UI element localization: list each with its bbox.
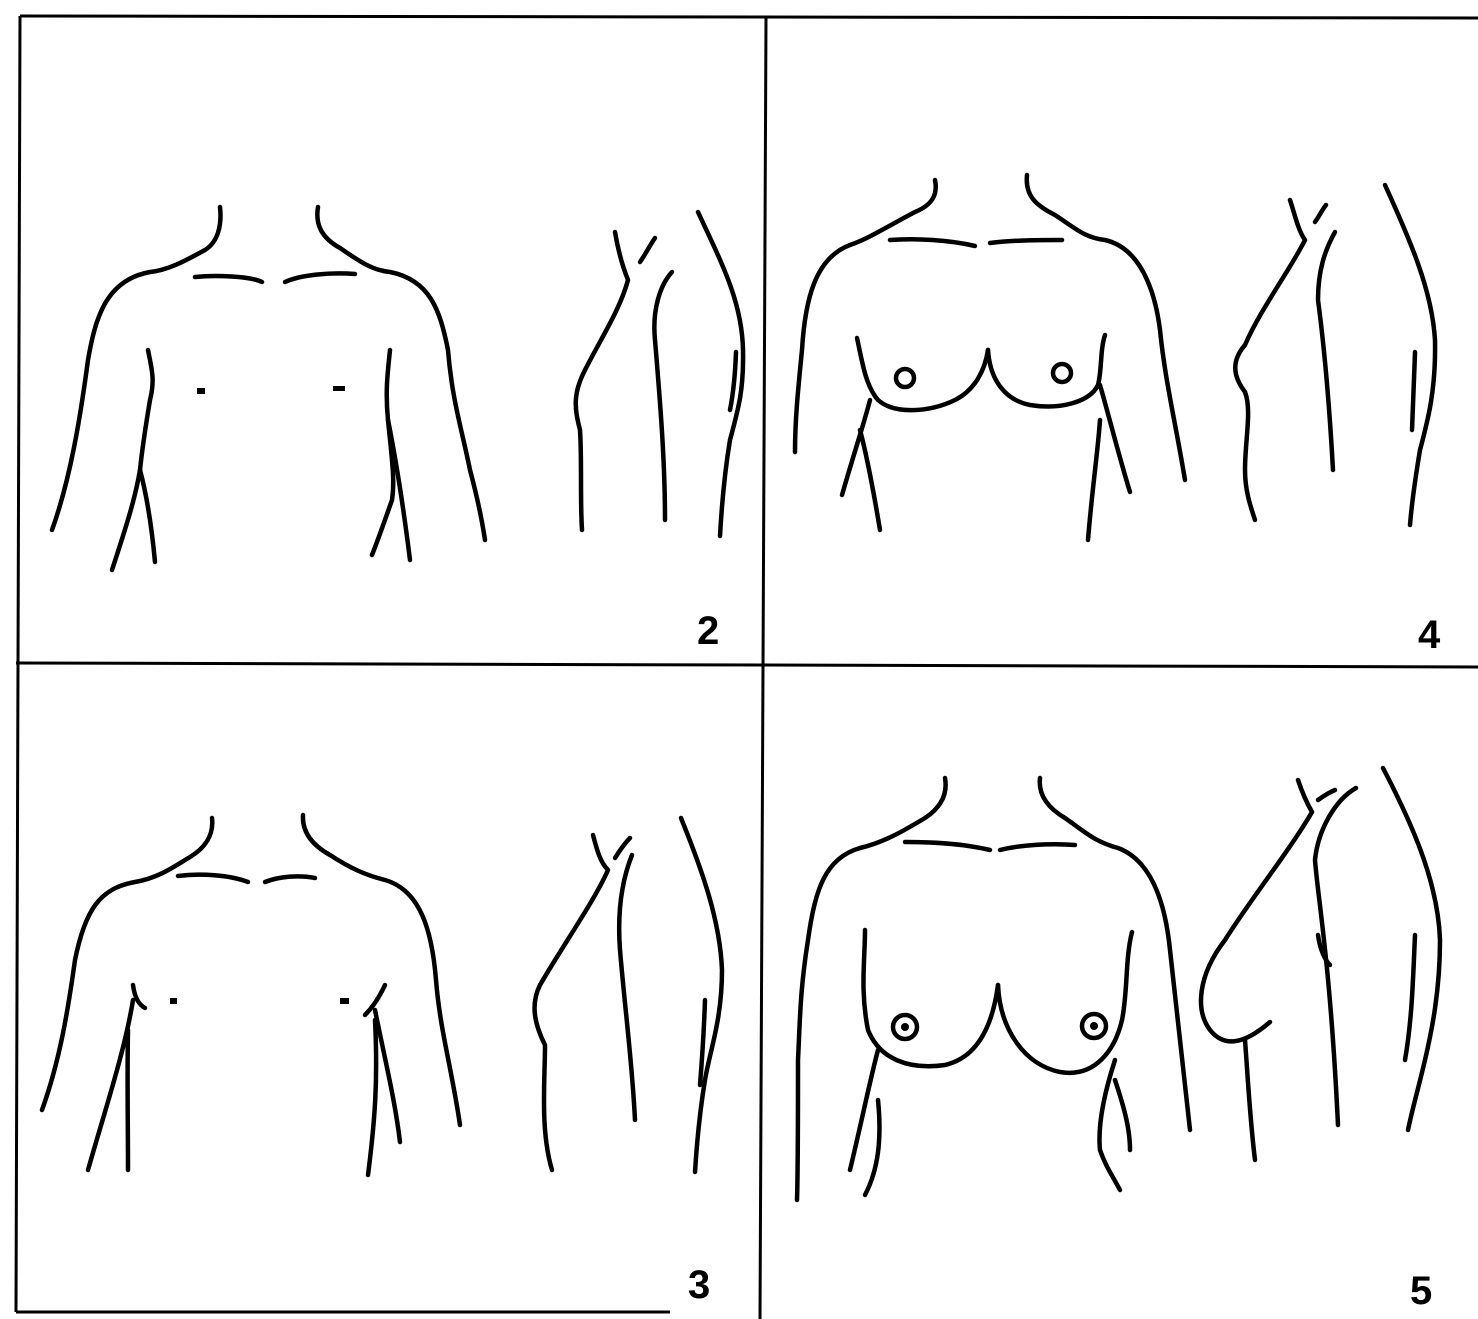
front-view-torso [52, 207, 485, 570]
left-clavicle [890, 239, 975, 246]
right-clavicle [265, 876, 315, 882]
front-view-torso [795, 175, 1185, 540]
right-breast-outline [988, 335, 1105, 406]
right-clavicle [1000, 844, 1075, 850]
panel-stage-5: 5 [797, 768, 1440, 1313]
right-shoulder-outline [1027, 175, 1185, 480]
left-side-line-lower [140, 470, 155, 562]
right-side-line-lower [368, 1020, 376, 1175]
right-clavicle [285, 273, 355, 282]
right-clavicle [990, 240, 1062, 243]
left-side-line [850, 1050, 878, 1170]
grid-center-divider [760, 18, 766, 1319]
right-nipple [333, 386, 345, 391]
profile-arm-line [654, 272, 672, 520]
panel-number-4: 4 [1418, 613, 1441, 657]
profile-neck-mark [640, 238, 655, 262]
panel-number-2: 2 [697, 609, 719, 653]
side-view-profile [535, 818, 722, 1172]
profile-neck-mark [615, 838, 630, 858]
front-view-torso [42, 815, 460, 1175]
right-side-line [1100, 385, 1130, 492]
grid-middle-divider [16, 663, 1478, 667]
right-areola [1053, 364, 1071, 382]
side-view-profile [1235, 185, 1435, 525]
profile-arm-line [1315, 788, 1356, 1125]
profile-arm-line [1318, 232, 1335, 470]
profile-back-inner [730, 352, 736, 410]
right-side-line-lower [1088, 420, 1100, 540]
profile-back-line [681, 818, 722, 1172]
front-view-torso [797, 778, 1190, 1200]
left-breast-bud [133, 985, 145, 1008]
right-side-line [375, 1010, 400, 1142]
right-side-line [372, 350, 393, 555]
profile-arm-line [619, 855, 635, 1120]
left-breast-outline [863, 930, 998, 1066]
right-nipple [340, 998, 349, 1004]
right-shoulder-outline [303, 815, 460, 1125]
panel-stage-4: 4 [795, 175, 1441, 657]
left-nipple [197, 388, 205, 394]
profile-back-inner [1412, 352, 1415, 430]
grid-top-border [20, 16, 1478, 18]
left-side-line-lower [865, 1100, 879, 1195]
left-side-line-lower [860, 430, 880, 530]
panel-number-5: 5 [1410, 1269, 1432, 1313]
profile-front-line [576, 232, 628, 530]
left-clavicle [178, 875, 248, 882]
left-areola [896, 369, 914, 387]
profile-back-inner [1405, 935, 1415, 1060]
side-view-profile [576, 212, 743, 536]
left-nipple [901, 1023, 909, 1031]
profile-back-line [1385, 185, 1435, 525]
left-breast-outline [857, 338, 988, 410]
profile-back-line [1383, 768, 1440, 1130]
right-side-line-lower [1115, 1080, 1130, 1150]
right-breast-outline [998, 932, 1132, 1073]
profile-front-line [1201, 780, 1312, 1041]
panel-number-3: 3 [688, 1263, 710, 1307]
side-view-profile [1201, 768, 1440, 1160]
right-nipple [1090, 1022, 1098, 1030]
profile-lower-front-line [1245, 1040, 1255, 1160]
profile-front-line [535, 835, 608, 1170]
left-clavicle [905, 842, 990, 850]
panel-stage-3: 3 [42, 815, 722, 1307]
left-clavicle [195, 276, 262, 282]
panel-stage-2: 2 [52, 207, 743, 653]
profile-front-line [1235, 200, 1305, 520]
panel-grid [16, 16, 1478, 1319]
profile-neck-mark [1315, 205, 1326, 222]
left-side-line [112, 350, 153, 570]
left-nipple [170, 998, 177, 1004]
profile-neck-mark [1318, 790, 1335, 800]
right-shoulder-outline [1040, 778, 1190, 1130]
